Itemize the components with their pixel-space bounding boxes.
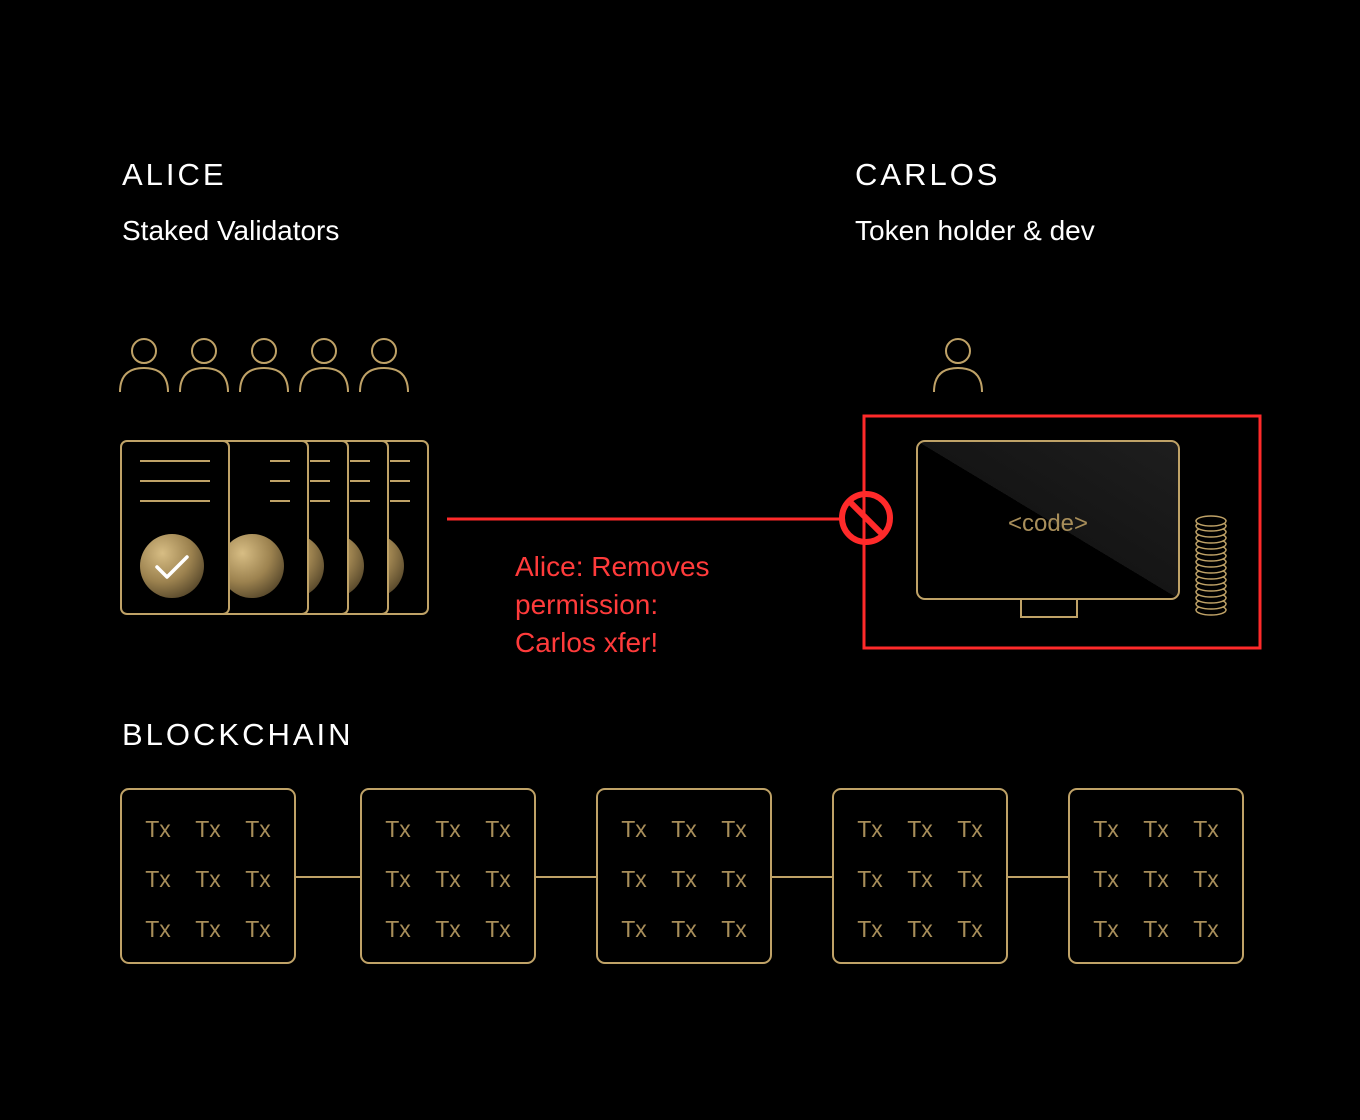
blocked-highlight-box bbox=[862, 414, 1262, 650]
tx-label: Tx bbox=[671, 816, 697, 842]
tx-label: Tx bbox=[435, 916, 461, 942]
validator-users bbox=[119, 338, 409, 393]
tx-label: Tx bbox=[485, 916, 511, 942]
tx-label: Tx bbox=[671, 866, 697, 892]
note-line-1: Alice: Removes bbox=[515, 551, 710, 582]
code-label: <code> bbox=[1008, 510, 1088, 537]
tx-label: Tx bbox=[1093, 866, 1119, 892]
monitor-icon bbox=[916, 440, 1180, 618]
block-frame bbox=[1068, 788, 1244, 964]
validator-cards bbox=[120, 440, 429, 615]
tx-label: Tx bbox=[957, 816, 983, 842]
carlos-title: CARLOS bbox=[855, 157, 1001, 192]
tx-label: Tx bbox=[195, 916, 221, 942]
tx-label: Tx bbox=[857, 816, 883, 842]
blockchain-title: BLOCKCHAIN bbox=[122, 717, 354, 752]
tx-label: Tx bbox=[621, 916, 647, 942]
tx-label: Tx bbox=[857, 866, 883, 892]
tx-label: Tx bbox=[907, 816, 933, 842]
tx-label: Tx bbox=[245, 866, 271, 892]
tx-label: Tx bbox=[385, 866, 411, 892]
tx-label: Tx bbox=[1193, 916, 1219, 942]
tx-label: Tx bbox=[721, 916, 747, 942]
block-frame bbox=[120, 788, 296, 964]
tx-label: Tx bbox=[621, 816, 647, 842]
tx-label: Tx bbox=[485, 816, 511, 842]
tx-label: Tx bbox=[1193, 866, 1219, 892]
tx-label: Tx bbox=[485, 866, 511, 892]
block-frame bbox=[596, 788, 772, 964]
tx-label: Tx bbox=[145, 916, 171, 942]
carlos-subtitle: Token holder & dev bbox=[855, 215, 1095, 246]
permission-note: Alice: Removes permission: Carlos xfer! bbox=[515, 548, 710, 662]
tx-label: Tx bbox=[435, 866, 461, 892]
user-icon bbox=[359, 338, 409, 393]
alice-subtitle: Staked Validators bbox=[122, 215, 340, 246]
tx-label: Tx bbox=[245, 916, 271, 942]
tx-label: Tx bbox=[1093, 916, 1119, 942]
tx-label: Tx bbox=[957, 866, 983, 892]
tx-label: Tx bbox=[195, 866, 221, 892]
tx-label: Tx bbox=[907, 866, 933, 892]
tx-label: Tx bbox=[435, 816, 461, 842]
checkmark-icon bbox=[155, 555, 189, 579]
user-icon bbox=[119, 338, 169, 393]
tx-label: Tx bbox=[245, 816, 271, 842]
tx-label: Tx bbox=[145, 816, 171, 842]
tx-label: Tx bbox=[1193, 816, 1219, 842]
tx-label: Tx bbox=[621, 866, 647, 892]
tx-label: Tx bbox=[721, 816, 747, 842]
tx-label: Tx bbox=[957, 916, 983, 942]
tx-label: Tx bbox=[1143, 916, 1169, 942]
tx-label: Tx bbox=[385, 816, 411, 842]
tx-label: Tx bbox=[1143, 816, 1169, 842]
block-frame bbox=[360, 788, 536, 964]
user-icon bbox=[239, 338, 289, 393]
tx-label: Tx bbox=[907, 916, 933, 942]
alice-title: ALICE bbox=[122, 157, 227, 192]
tx-label: Tx bbox=[1143, 866, 1169, 892]
note-line-3: Carlos xfer! bbox=[515, 627, 659, 658]
tx-label: Tx bbox=[857, 916, 883, 942]
tx-label: Tx bbox=[1093, 816, 1119, 842]
tx-label: Tx bbox=[671, 916, 697, 942]
tx-label: Tx bbox=[195, 816, 221, 842]
block-frame bbox=[832, 788, 1008, 964]
user-icon bbox=[299, 338, 349, 393]
note-line-2: permission: bbox=[515, 589, 659, 620]
tx-label: Tx bbox=[385, 916, 411, 942]
coin-stack-icon bbox=[1195, 515, 1227, 616]
validator-card-front bbox=[120, 440, 230, 615]
prohibited-icon bbox=[839, 491, 893, 545]
tx-label: Tx bbox=[145, 866, 171, 892]
user-icon bbox=[933, 338, 983, 393]
user-icon bbox=[179, 338, 229, 393]
tx-label: Tx bbox=[721, 866, 747, 892]
